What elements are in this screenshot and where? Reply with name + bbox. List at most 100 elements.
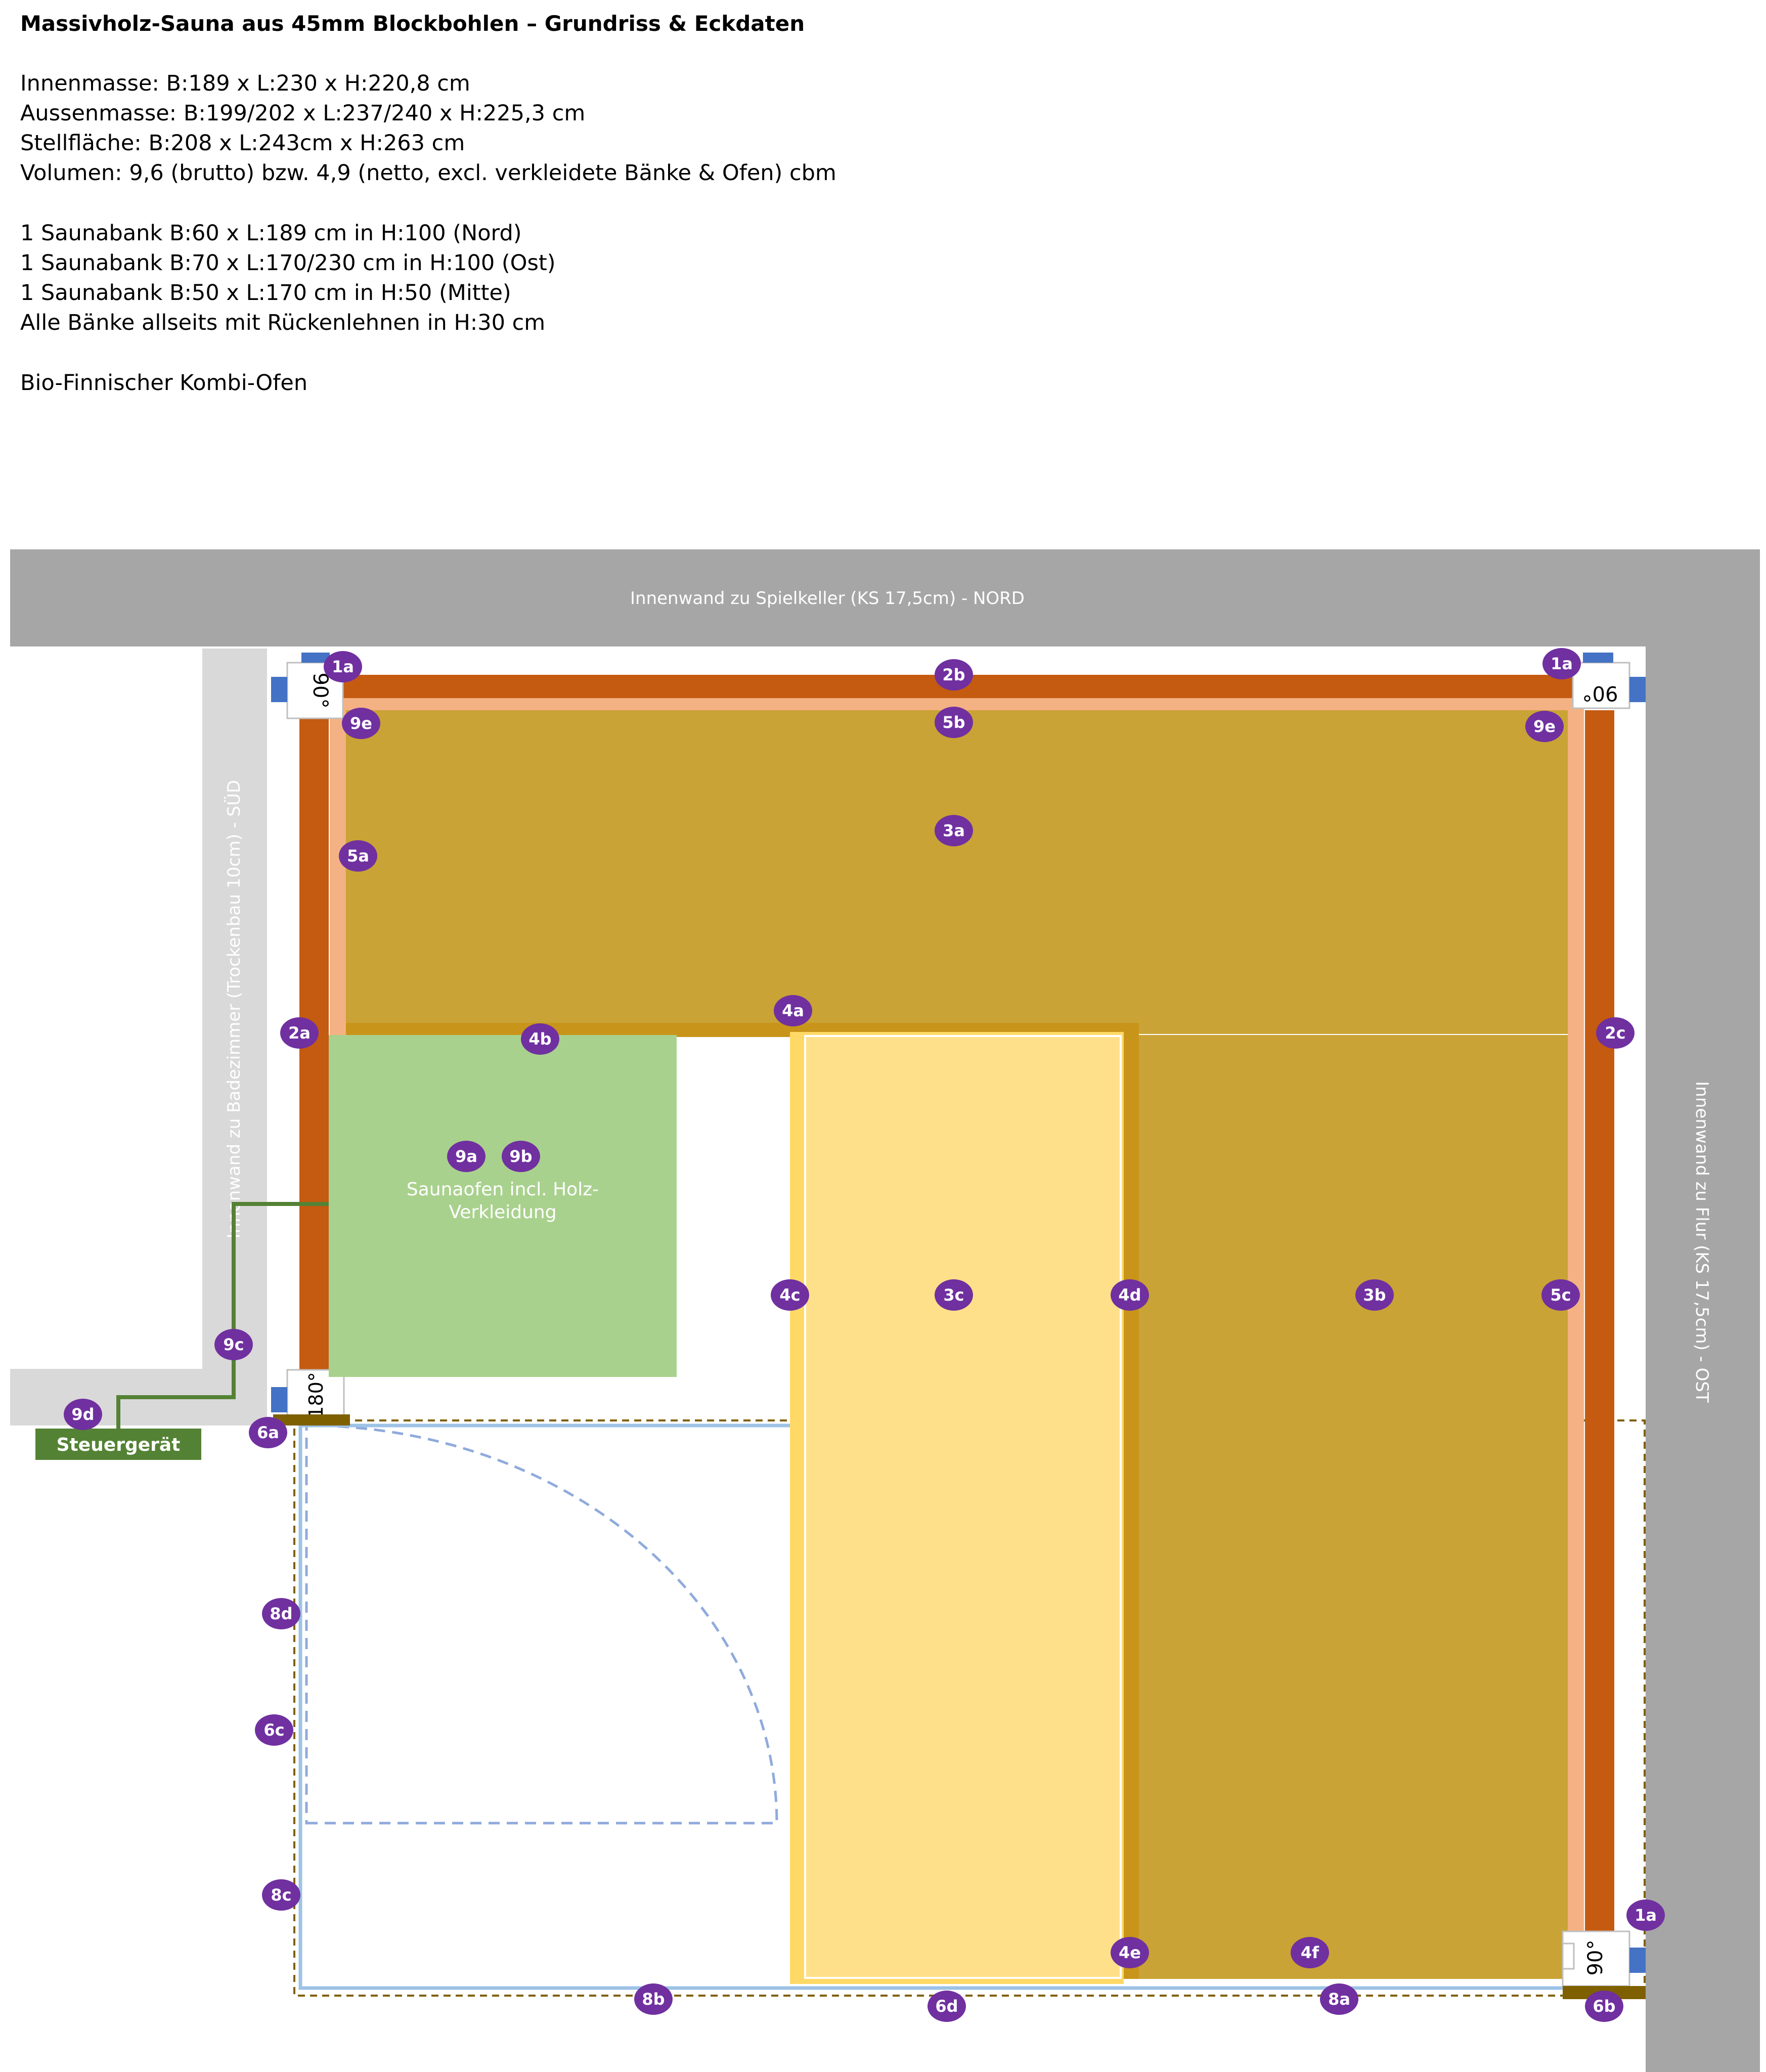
badge-9d: 9d bbox=[64, 1399, 102, 1430]
svg-text:9e: 9e bbox=[1533, 717, 1556, 736]
bench-ost-rail bbox=[1123, 1023, 1139, 1979]
svg-text:8c: 8c bbox=[271, 1885, 291, 1905]
badge-3c: 3c bbox=[935, 1279, 973, 1311]
svg-text:1a: 1a bbox=[332, 657, 354, 676]
badge-8d: 8d bbox=[262, 1598, 300, 1629]
badge-3b: 3b bbox=[1355, 1279, 1394, 1311]
page-title: Massivholz-Sauna aus 45mm Blockbohlen – … bbox=[20, 11, 805, 36]
badge-1a-nw: 1a bbox=[324, 651, 362, 682]
stand-area-outline bbox=[293, 1419, 1646, 1997]
badge-8b: 8b bbox=[634, 1983, 673, 2015]
badge-4d: 4d bbox=[1111, 1279, 1149, 1311]
badge-1a-ne: 1a bbox=[1542, 648, 1581, 679]
spec-innenmasse: Innenmasse: B:189 x L:230 x H:220,8 cm bbox=[20, 71, 470, 96]
badge-2c: 2c bbox=[1596, 1017, 1635, 1049]
badge-6c: 6c bbox=[255, 1714, 293, 1746]
svg-text:9c: 9c bbox=[223, 1335, 244, 1354]
bench-nord bbox=[334, 707, 1572, 1035]
connector-nw-top bbox=[301, 653, 330, 663]
connector-se bbox=[1629, 1948, 1646, 1973]
connector-ne-top bbox=[1583, 653, 1613, 663]
badge-4c: 4c bbox=[771, 1279, 809, 1311]
bench-spec-mitte: 1 Saunabank B:50 x L:170 cm in H:50 (Mit… bbox=[20, 280, 511, 306]
stove-label-line1: Saunaofen incl. Holz- bbox=[407, 1179, 599, 1200]
wall-ost-label: Innenwand zu Flur (KS 17,5cm) - OST bbox=[1692, 1081, 1712, 1403]
badge-9c: 9c bbox=[214, 1329, 253, 1360]
svg-text:2c: 2c bbox=[1605, 1023, 1625, 1043]
badge-4e: 4e bbox=[1111, 1937, 1149, 1968]
spec-stellflaeche: Stellfläche: B:208 x L:243cm x H:263 cm bbox=[20, 131, 465, 156]
badge-6a: 6a bbox=[249, 1417, 287, 1448]
controller-box bbox=[35, 1429, 201, 1460]
corner-post-sw bbox=[286, 1369, 345, 1421]
badge-4b: 4b bbox=[521, 1023, 559, 1055]
badge-1a-se: 1a bbox=[1626, 1900, 1665, 1931]
bench-spec-ost: 1 Saunabank B:70 x L:170/230 cm in H:100… bbox=[20, 250, 556, 276]
badge-3a: 3a bbox=[935, 815, 973, 846]
connector-sw bbox=[271, 1387, 287, 1412]
sill-sw bbox=[273, 1414, 350, 1426]
badge-6d: 6d bbox=[928, 1991, 966, 2022]
control-cable bbox=[116, 1202, 329, 1430]
svg-text:4c: 4c bbox=[779, 1285, 800, 1305]
svg-text:6d: 6d bbox=[935, 1997, 958, 2016]
svg-text:5c: 5c bbox=[1550, 1285, 1571, 1305]
svg-text:1a: 1a bbox=[1635, 1906, 1657, 1925]
backrest-sued bbox=[330, 697, 346, 1036]
connector-ne-right bbox=[1629, 677, 1646, 702]
svg-text:3a: 3a bbox=[943, 821, 965, 840]
badge-9b: 9b bbox=[502, 1141, 540, 1172]
svg-text:6c: 6c bbox=[263, 1720, 284, 1740]
badge-5c: 5c bbox=[1541, 1279, 1580, 1311]
label-badges: 1a 1a 1a 2b 2a 2c 9e 9e 5b 3a 5a 4a 4b 9… bbox=[64, 648, 1665, 2022]
corner-post-se-inner bbox=[1562, 1942, 1575, 1970]
controller-label: Steuergerät bbox=[57, 1435, 181, 1455]
badge-9a: 9a bbox=[447, 1141, 485, 1172]
svg-text:4d: 4d bbox=[1118, 1285, 1141, 1305]
log-wall-ost bbox=[1585, 710, 1614, 1931]
svg-text:2b: 2b bbox=[942, 665, 965, 684]
badge-6b: 6b bbox=[1585, 1991, 1623, 2022]
bench-mitte-surface bbox=[804, 1035, 1122, 1979]
spec-aussenmasse: Aussenmasse: B:199/202 x L:237/240 x H:2… bbox=[20, 101, 586, 126]
badge-2b: 2b bbox=[935, 659, 973, 690]
svg-text:5b: 5b bbox=[942, 713, 965, 732]
wall-nord-label: Innenwand zu Spielkeller (KS 17,5cm) - N… bbox=[630, 588, 1025, 609]
badge-4f: 4f bbox=[1291, 1937, 1329, 1968]
bench-spec-nord: 1 Saunabank B:60 x L:189 cm in H:100 (No… bbox=[20, 221, 522, 246]
svg-text:3b: 3b bbox=[1363, 1285, 1386, 1305]
stove-spec: Bio-Finnischer Kombi-Ofen bbox=[20, 370, 308, 396]
badge-9e-left: 9e bbox=[342, 708, 380, 739]
wall-ost bbox=[1646, 549, 1760, 2072]
stove-label-line2: Verkleidung bbox=[449, 1202, 556, 1223]
svg-text:1a: 1a bbox=[1551, 654, 1573, 673]
svg-text:4f: 4f bbox=[1301, 1943, 1319, 1962]
connector-nw-left bbox=[271, 677, 287, 702]
svg-text:8a: 8a bbox=[1328, 1990, 1350, 2009]
svg-text:3c: 3c bbox=[943, 1285, 964, 1305]
badge-8a: 8a bbox=[1320, 1983, 1358, 2015]
bench-spec-rueckenlehnen: Alle Bänke allseits mit Rückenlehnen in … bbox=[20, 310, 546, 335]
badge-5b: 5b bbox=[935, 707, 973, 738]
svg-text:9d: 9d bbox=[71, 1405, 94, 1424]
corner-angle-se: 90° bbox=[1584, 1940, 1607, 1976]
corner-angle-sw: 180° bbox=[305, 1372, 327, 1418]
badge-9e-right: 9e bbox=[1525, 711, 1564, 742]
badge-4a: 4a bbox=[774, 995, 812, 1026]
wall-nord bbox=[10, 549, 1760, 646]
svg-text:2a: 2a bbox=[288, 1023, 311, 1043]
svg-text:8d: 8d bbox=[270, 1604, 292, 1623]
svg-text:4a: 4a bbox=[782, 1001, 804, 1020]
badge-8c: 8c bbox=[262, 1879, 300, 1911]
stove-area bbox=[329, 1035, 677, 1377]
badge-5a: 5a bbox=[339, 840, 377, 872]
svg-text:5a: 5a bbox=[347, 846, 369, 866]
door-swing-arc bbox=[305, 1424, 778, 1825]
svg-text:6a: 6a bbox=[257, 1423, 279, 1442]
svg-text:4e: 4e bbox=[1119, 1943, 1141, 1962]
wall-sued-label: Innenwand zu Badezimmer (Trockenbau 10cm… bbox=[224, 780, 244, 1239]
svg-text:9e: 9e bbox=[350, 714, 372, 733]
svg-text:8b: 8b bbox=[642, 1990, 665, 2009]
